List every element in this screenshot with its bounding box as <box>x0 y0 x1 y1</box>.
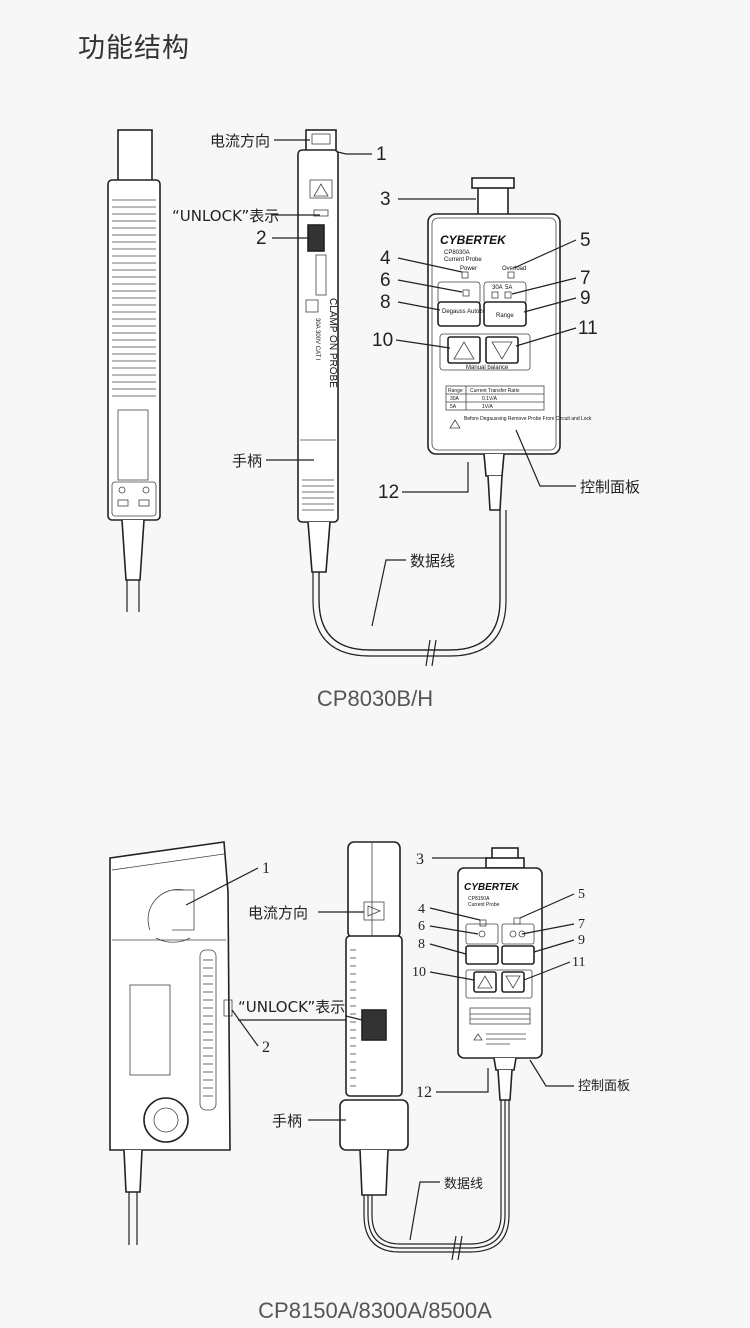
power-led <box>461 271 469 279</box>
callout-number-1: 1 <box>376 144 387 165</box>
callouts-bottom: 1 3 电流方向 4 5 6 7 8 9 10 11 “UNLOCK”表示 2 … <box>185 851 630 1241</box>
probe-front-view-bottom <box>339 841 409 1196</box>
control-box-bottom: CYBERTEK CP8150A Current Probe <box>457 847 543 1101</box>
warning-icon <box>449 419 461 429</box>
callout-number-11: 11 <box>578 318 598 339</box>
model-code-top: CP8030A <box>444 250 470 256</box>
probe-cat-text: 30A 300V CAT I <box>314 318 320 361</box>
data-cable-bottom <box>367 1100 506 1249</box>
callout-number-12: 12 <box>378 482 399 503</box>
power-label: Power <box>460 266 477 272</box>
label-unlock-top: “UNLOCK”表示 <box>172 207 279 225</box>
label-current-direction-top: 电流方向 <box>210 132 270 150</box>
callout-number-12-bottom: 12 <box>416 1084 432 1101</box>
callout-number-7-bottom: 7 <box>578 917 585 932</box>
callout-number-3: 3 <box>380 189 391 210</box>
model-caption-top: CP8030B/H <box>316 686 434 711</box>
table-head-ratio: Current Transfer Ratio <box>470 388 520 394</box>
probe-side-view-top <box>107 129 161 612</box>
label-data-cable-bottom: 数据线 <box>444 1177 483 1192</box>
up-arrow-icon <box>477 975 493 989</box>
table-cell: 30A <box>450 396 460 402</box>
label-control-panel-top: 控制面板 <box>580 478 640 496</box>
range-button[interactable] <box>483 301 527 327</box>
probe-front-view-top: CLAMP ON PROBE 30A 300V CAT I <box>297 129 339 573</box>
control-box-top: CYBERTEK CP8030A Current Probe Power Ove… <box>427 177 592 511</box>
range-label: Range <box>496 313 514 319</box>
unlock-indicator <box>361 1009 387 1041</box>
probe-subtitle-bottom: Current Probe <box>468 902 500 908</box>
callout-number-1-bottom: 1 <box>262 860 270 877</box>
table-cell: 5A <box>450 404 457 410</box>
callout-number-9-bottom: 9 <box>578 933 585 948</box>
callout-number-6-bottom: 6 <box>418 919 425 934</box>
balance-up-button-bottom[interactable] <box>473 971 497 993</box>
warning-icon <box>473 1033 483 1041</box>
brand-bottom: CYBERTEK <box>464 882 520 893</box>
callout-number-4-bottom: 4 <box>418 902 425 917</box>
warning-text: Before Degaussing Remove Probe From Circ… <box>464 416 592 422</box>
range-button-bottom[interactable] <box>501 945 535 965</box>
ratio-table <box>445 385 545 411</box>
balance-down-button[interactable] <box>485 336 519 364</box>
range-30a-label: 30A <box>492 285 503 291</box>
label-unlock-bottom: “UNLOCK”表示 <box>238 998 345 1016</box>
callouts-top: 电流方向 1 3 “UNLOCK”表示 2 4 5 6 7 8 9 10 11 … <box>172 132 640 627</box>
callout-number-5-bottom: 5 <box>578 887 585 902</box>
model-code-bottom: CP8150A <box>468 896 490 902</box>
overload-led <box>507 271 515 279</box>
up-arrow-icon <box>453 341 475 360</box>
manual-balance-label: Manual balance <box>466 365 509 371</box>
probe-subtitle-top: Current Probe <box>444 257 482 263</box>
callout-number-10: 10 <box>372 330 393 351</box>
probe-side-view-bottom <box>109 841 233 1245</box>
label-handle-top: 手柄 <box>232 452 262 470</box>
table-cell: 0.1V/A <box>482 396 498 402</box>
brand-top: CYBERTEK <box>440 233 507 247</box>
degauss-label: Degauss Autozero <box>442 309 492 315</box>
range-5a-label: 5A <box>505 285 512 291</box>
callout-number-8: 8 <box>380 292 391 313</box>
table-head-range: Range <box>448 388 463 394</box>
callout-number-2: 2 <box>256 228 267 249</box>
degauss-autozero-button[interactable] <box>437 301 481 327</box>
callout-number-7: 7 <box>580 268 591 289</box>
callout-number-5: 5 <box>580 230 591 251</box>
callout-number-3-bottom: 3 <box>416 851 424 868</box>
model-caption-bottom: CP8150A/8300A/8500A <box>258 1298 492 1323</box>
label-handle-bottom: 手柄 <box>272 1112 302 1130</box>
down-arrow-icon <box>491 341 513 360</box>
callout-number-8-bottom: 8 <box>418 937 425 952</box>
degauss-button-bottom[interactable] <box>465 945 499 965</box>
page-title: 功能结构 <box>78 33 190 64</box>
callout-number-6: 6 <box>380 270 391 291</box>
label-data-cable-top: 数据线 <box>410 552 455 570</box>
callout-number-9: 9 <box>580 288 591 309</box>
balance-down-button-bottom[interactable] <box>501 971 525 993</box>
callout-number-11-bottom: 11 <box>572 955 585 970</box>
balance-up-button[interactable] <box>447 336 481 364</box>
callout-number-10-bottom: 10 <box>412 965 426 980</box>
label-current-direction-bottom: 电流方向 <box>248 904 308 922</box>
direction-arrow-box <box>363 901 385 921</box>
overload-label: Overload <box>502 266 526 272</box>
callout-number-4: 4 <box>380 248 391 269</box>
clamp-on-probe-text: CLAMP ON PROBE <box>327 298 338 388</box>
label-control-panel-bottom: 控制面板 <box>578 1079 630 1094</box>
callout-number-2-bottom: 2 <box>262 1039 270 1056</box>
down-arrow-icon <box>505 975 521 989</box>
table-cell: 1V/A <box>482 404 494 410</box>
